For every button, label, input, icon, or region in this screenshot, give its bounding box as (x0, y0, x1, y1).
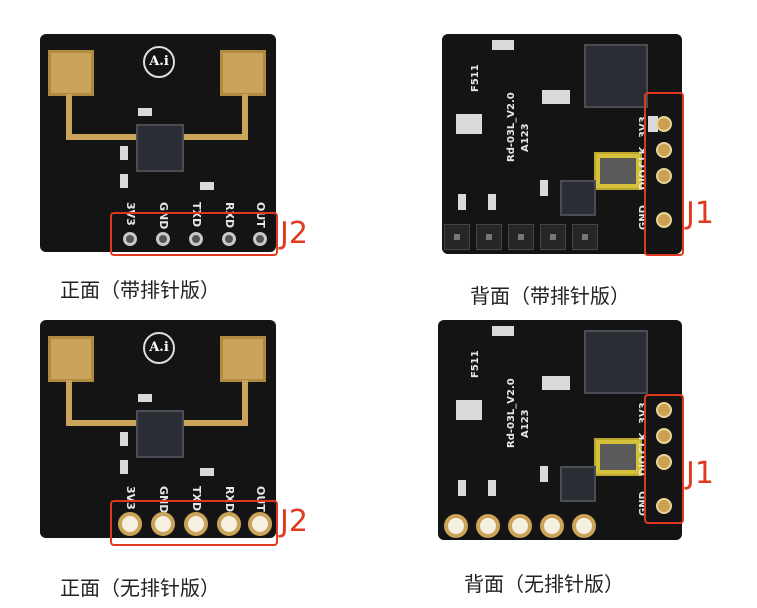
connector-highlight-j2 (110, 212, 278, 256)
pin-hole (253, 232, 267, 246)
connector-label: J1 (686, 196, 714, 231)
header-pin (572, 224, 598, 250)
smd-component (456, 400, 482, 420)
smd-component (492, 40, 514, 50)
connector-highlight-j1 (644, 394, 684, 524)
pad-gnd (656, 212, 672, 228)
antenna-trace (66, 134, 140, 140)
smd-component (458, 480, 466, 496)
pin-pad (572, 514, 596, 538)
smd-component (540, 180, 548, 196)
pad-clk (656, 428, 672, 444)
mcu-chip (584, 44, 648, 108)
pin-hole (123, 232, 137, 246)
header-pin (508, 224, 534, 250)
smd-component (488, 480, 496, 496)
pad-dio (656, 454, 672, 470)
smd-component (540, 466, 548, 482)
antenna-pad-left (48, 50, 94, 96)
smd-component (138, 394, 152, 402)
smd-component (542, 376, 570, 390)
connector-label: J2 (280, 216, 308, 251)
panel-front-with-header: A.i 3V3 GND TXD RXD OUT J2 正面（带排针版） (0, 0, 380, 302)
smd-component (200, 182, 214, 190)
pin-hole (156, 232, 170, 246)
smd-component (120, 146, 128, 160)
antenna-trace (242, 94, 248, 138)
model-text: Rd-03L_V2.0 (506, 378, 517, 448)
board-code-text: F511 (470, 64, 481, 92)
pcb-board: F511 Rd-03L_V2.0 A123 3V3 CLK DIO GND (438, 320, 682, 540)
panel-caption: 背面（无排针版） (464, 572, 624, 596)
panel-front-no-header: A.i 3V3 GND TXD RXD OUT J2 正面（无排针版） (0, 300, 380, 608)
smd-component (648, 116, 658, 132)
header-pin (476, 224, 502, 250)
panel-back-no-header: F511 Rd-03L_V2.0 A123 3V3 CLK DIO GND J1… (380, 300, 757, 608)
mcu-chip (584, 330, 648, 394)
ai-thinker-logo: A.i (143, 46, 175, 78)
antenna-trace (242, 380, 248, 424)
pin-pad (151, 512, 175, 536)
board-code-text: F511 (470, 350, 481, 378)
header-pin (444, 224, 470, 250)
antenna-trace (180, 134, 248, 140)
antenna-trace (66, 94, 72, 138)
antenna-pad-right (220, 336, 266, 382)
pin-pad (540, 514, 564, 538)
smd-component (488, 194, 496, 210)
smd-component (120, 174, 128, 188)
header-pin (540, 224, 566, 250)
pad-gnd (656, 498, 672, 514)
smd-component (120, 432, 128, 446)
pin-pad (184, 512, 208, 536)
pad-clk (656, 142, 672, 158)
pin-pad (118, 512, 142, 536)
batch-text: A123 (520, 409, 531, 438)
crystal-component (594, 152, 642, 190)
smd-component (138, 108, 152, 116)
ai-thinker-logo: A.i (143, 332, 175, 364)
smd-component (456, 114, 482, 134)
panel-caption: 背面（带排针版） (470, 284, 630, 308)
radar-chip (136, 410, 184, 458)
pin-pad (217, 512, 241, 536)
crystal-component (594, 438, 642, 476)
pcb-board: F511 Rd-03L_V2.0 A123 3V3 CLK DIO GND (442, 34, 682, 254)
smd-component (200, 468, 214, 476)
smd-component (458, 194, 466, 210)
model-text: Rd-03L_V2.0 (506, 92, 517, 162)
panel-caption: 正面（无排针版） (60, 576, 220, 600)
radar-chip (136, 124, 184, 172)
pcb-board: A.i 3V3 GND TXD RXD OUT (40, 34, 276, 252)
batch-text: A123 (520, 123, 531, 152)
pad-3v3 (656, 402, 672, 418)
smd-component (492, 326, 514, 336)
pin-pad (508, 514, 532, 538)
pin-pad (444, 514, 468, 538)
pin-pad (248, 512, 272, 536)
smd-component (542, 90, 570, 104)
smd-component (120, 460, 128, 474)
antenna-pad-right (220, 50, 266, 96)
pin-hole (222, 232, 236, 246)
panel-back-with-header: F511 Rd-03L_V2.0 A123 3V3 CLK DIO GND J1… (380, 0, 757, 308)
connector-label: J1 (686, 456, 714, 491)
antenna-pad-left (48, 336, 94, 382)
antenna-trace (66, 420, 140, 426)
pad-3v3 (656, 116, 672, 132)
antenna-trace (66, 380, 72, 424)
connector-highlight-j1 (644, 92, 684, 256)
regulator-chip (560, 180, 596, 216)
pad-dio (656, 168, 672, 184)
connector-highlight-j2 (110, 500, 278, 546)
panel-caption: 正面（带排针版） (60, 278, 220, 302)
antenna-trace (180, 420, 248, 426)
connector-label: J2 (280, 504, 308, 539)
pin-pad (476, 514, 500, 538)
regulator-chip (560, 466, 596, 502)
pin-hole (189, 232, 203, 246)
